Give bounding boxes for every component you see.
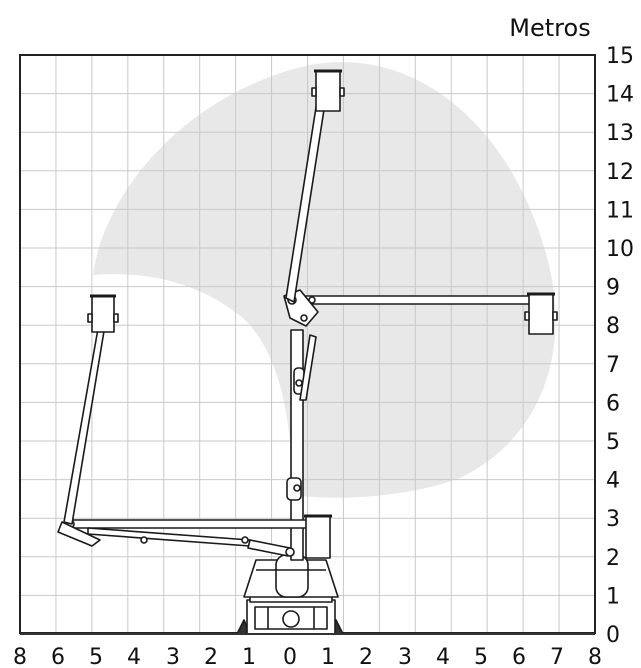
y-tick-label: 6 xyxy=(606,391,620,416)
y-tick-label: 9 xyxy=(606,276,620,301)
x-tick-label: 5 xyxy=(474,645,488,668)
y-tick-label: 10 xyxy=(606,237,634,262)
x-tick-label: 8 xyxy=(13,645,27,668)
x-tick-label: 1 xyxy=(321,645,335,668)
x-tick-label: 4 xyxy=(436,645,450,668)
y-tick-label: 7 xyxy=(606,353,620,378)
basket-lower xyxy=(305,515,331,559)
x-tick-label: 7 xyxy=(550,645,564,668)
x-tick-label: 6 xyxy=(512,645,526,668)
y-tick-label: 13 xyxy=(606,121,634,146)
basket-left xyxy=(91,295,115,333)
y-tick-label: 12 xyxy=(606,160,634,185)
y-tick-label: 4 xyxy=(606,469,620,494)
basket-right xyxy=(528,293,554,335)
y-tick-label: 1 xyxy=(606,584,620,609)
y-tick-label: 8 xyxy=(606,314,620,339)
x-tick-label: 8 xyxy=(588,645,602,668)
basket-top xyxy=(315,70,341,112)
y-tick-label: 0 xyxy=(606,623,620,648)
x-tick-label: 0 xyxy=(283,645,297,668)
reach-envelope xyxy=(93,62,556,498)
x-tick-label: 6 xyxy=(51,645,65,668)
chassis-wheel xyxy=(282,610,300,628)
y-tick-label: 2 xyxy=(606,546,620,571)
lower-boom xyxy=(67,519,321,529)
y-tick-label: 15 xyxy=(606,44,634,69)
x-tick-label: 2 xyxy=(359,645,373,668)
x-tick-label: 5 xyxy=(89,645,103,668)
x-tick-label: 3 xyxy=(166,645,180,668)
y-tick-label: 14 xyxy=(606,83,634,108)
x-tick-label: 4 xyxy=(127,645,141,668)
lift-machine xyxy=(57,69,558,635)
x-tick-label: 2 xyxy=(204,645,218,668)
upper-boom xyxy=(299,295,549,305)
y-tick-label: 5 xyxy=(606,430,620,455)
y-tick-label: 11 xyxy=(606,198,634,223)
unit-label: Metros xyxy=(509,14,590,42)
left-jib xyxy=(63,305,109,525)
x-tick-label: 1 xyxy=(242,645,256,668)
y-tick-label: 3 xyxy=(606,507,620,532)
x-tick-label: 3 xyxy=(398,645,412,668)
x-axis-labels: 8 6 5 4 3 2 1 0 1 2 3 4 5 6 7 8 xyxy=(13,645,602,668)
